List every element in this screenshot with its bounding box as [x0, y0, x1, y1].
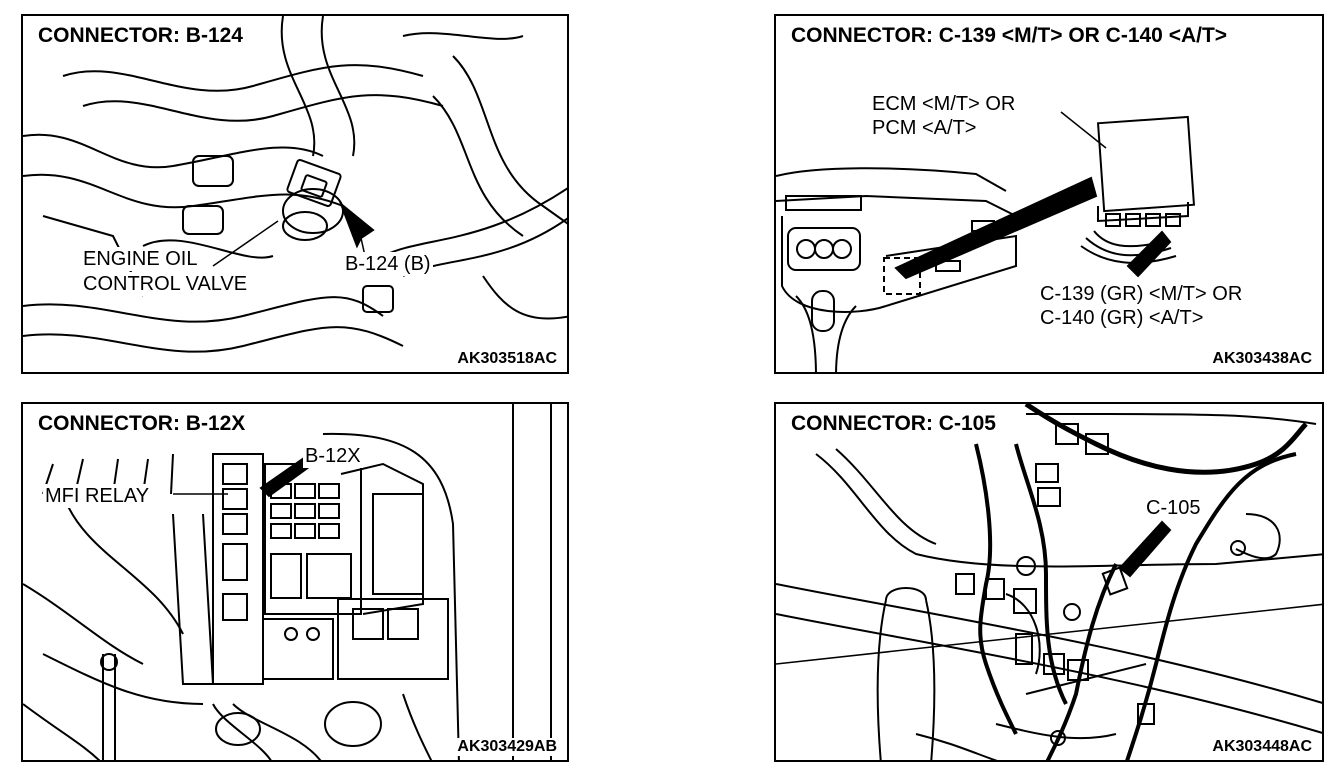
figure-code: AK303518AC: [455, 350, 559, 368]
connector-label-line2: C-140 (GR) <A/T>: [1038, 306, 1206, 330]
panel-connector-c105: CONNECTOR: C-105 C-105 AK303448AC: [774, 402, 1324, 762]
panel-connector-c139-c140: CONNECTOR: C-139 <M/T> OR C-140 <A/T> EC…: [774, 14, 1324, 374]
panel-connector-b12x: CONNECTOR: B-12X MFI RELAY B-12X AK30342…: [21, 402, 569, 762]
component-label-line2: CONTROL VALVE: [81, 272, 250, 296]
figure-code: AK303448AC: [1210, 738, 1314, 756]
panel-connector-b124: CONNECTOR: B-124 ENGINE OIL CONTROL VALV…: [21, 14, 569, 374]
panel-title: CONNECTOR: C-105: [788, 412, 999, 436]
panel-title: CONNECTOR: B-12X: [35, 412, 249, 436]
engine-bay-illustration: [23, 16, 567, 353]
module-label-line2: PCM <A/T>: [870, 116, 979, 140]
dashboard-illustration: [776, 111, 1196, 372]
panel-title: CONNECTOR: C-139 <M/T> OR C-140 <A/T>: [788, 24, 1231, 48]
connector-label-line1: C-139 (GR) <M/T> OR: [1038, 282, 1245, 306]
console-harness-illustration: [776, 404, 1322, 760]
figure-code: AK303438AC: [1210, 350, 1314, 368]
connector-label: B-12X: [303, 444, 363, 468]
component-label-line1: ENGINE OIL: [81, 247, 200, 271]
panel-title: CONNECTOR: B-124: [35, 24, 246, 48]
connector-label: B-124 (B): [343, 252, 433, 276]
relay-label: MFI RELAY: [43, 484, 152, 508]
figure-code: AK303429AB: [455, 738, 559, 756]
relay-box-illustration: [23, 404, 552, 760]
connector-label: C-105: [1144, 496, 1203, 520]
module-label-line1: ECM <M/T> OR: [870, 92, 1018, 116]
